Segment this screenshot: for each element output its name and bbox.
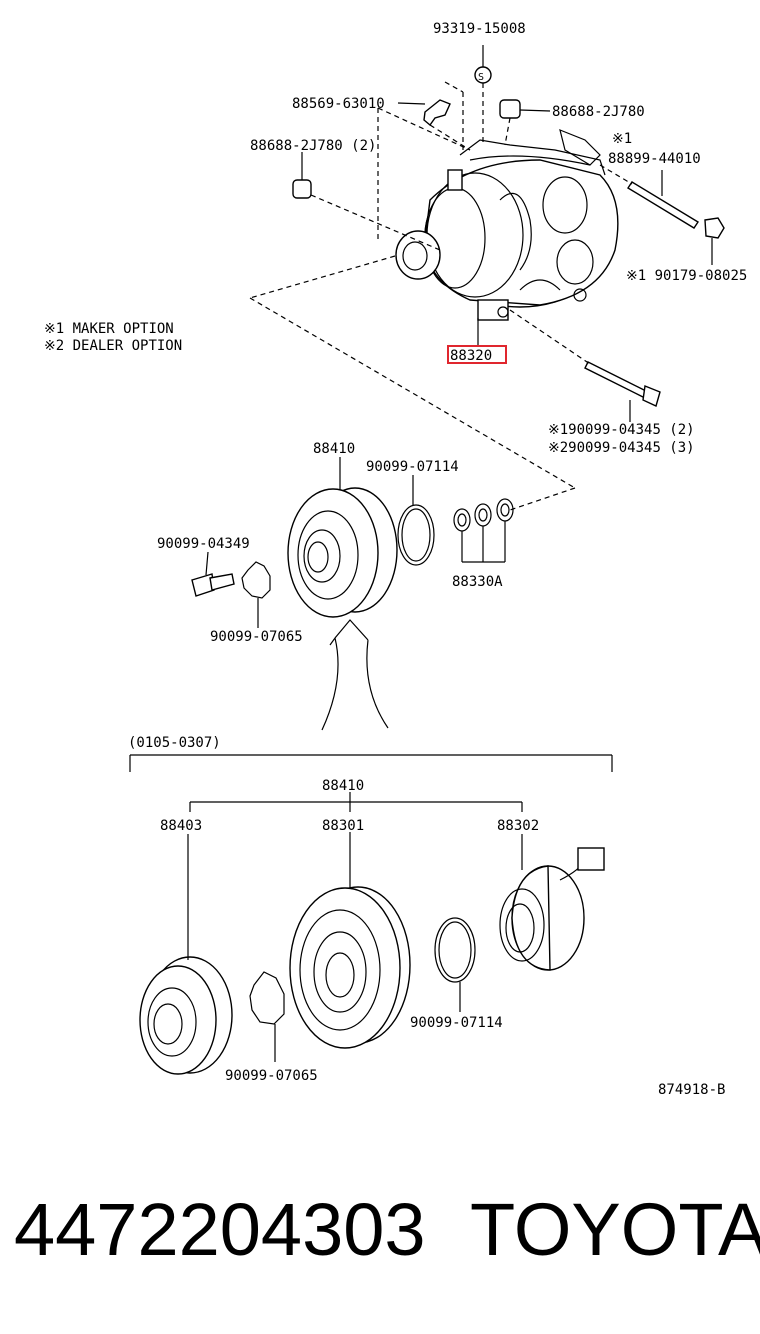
label-diagram-code: 874918-B bbox=[658, 1082, 725, 1098]
note-dealer-option: ※2 DEALER OPTION bbox=[44, 338, 182, 354]
label-90099-07065-top: 90099-07065 bbox=[210, 629, 303, 645]
label-90099-04349: 90099-04349 bbox=[157, 536, 250, 552]
label-88569-63010: 88569-63010 bbox=[292, 96, 385, 112]
footer-brand: TOYOTA bbox=[470, 1188, 760, 1271]
compressor-assembly bbox=[395, 129, 619, 321]
label-88403: 88403 bbox=[160, 818, 202, 834]
label-88302: 88302 bbox=[497, 818, 539, 834]
label-90099-07114-bottom: 90099-07114 bbox=[410, 1015, 503, 1031]
snap-ring-90099-07114-bottom bbox=[434, 917, 476, 1012]
shim-90099-07065-top bbox=[241, 561, 271, 628]
shim-90099-07065-bottom bbox=[249, 971, 285, 1062]
bolt-90099-04345 bbox=[509, 309, 661, 422]
label-90099-07065-bottom: 90099-07065 bbox=[225, 1068, 318, 1084]
label-90099-04345-dealer: ※290099-04345 (3) bbox=[548, 440, 695, 456]
field-coil-88302 bbox=[499, 834, 605, 971]
svg-text:S: S bbox=[478, 72, 484, 83]
label-88688-2j780-right: 88688-2J780 bbox=[552, 104, 645, 120]
label-88330a: 88330A bbox=[452, 574, 503, 590]
label-option-mark-1: ※1 bbox=[612, 131, 632, 147]
clutch-88410 bbox=[287, 457, 398, 618]
bracket-88569 bbox=[397, 81, 471, 151]
snap-ring-90099-07114-top bbox=[397, 475, 435, 566]
label-88899-44010: 88899-44010 bbox=[608, 151, 701, 167]
cap-88688-right bbox=[499, 99, 551, 146]
cap-88688-left bbox=[292, 152, 441, 251]
highlight-88320 bbox=[447, 345, 507, 364]
bolt-88899 bbox=[599, 164, 699, 229]
shims-88330a bbox=[453, 498, 514, 563]
label-88688-2j780-left: 88688-2J780 (2) bbox=[250, 138, 376, 154]
footer-part-number: 4472204303 bbox=[14, 1188, 426, 1271]
note-maker-option: ※1 MAKER OPTION bbox=[44, 321, 174, 337]
label-88410-bottom: 88410 bbox=[322, 778, 364, 794]
label-date-range: (0105-0307) bbox=[128, 735, 221, 751]
label-93319-15008: 93319-15008 bbox=[433, 21, 526, 37]
nut-90179 bbox=[704, 217, 725, 265]
pulley-88301 bbox=[289, 832, 411, 1049]
bolt-93319: S bbox=[474, 45, 492, 145]
label-88301: 88301 bbox=[322, 818, 364, 834]
bolt-90099-04349 bbox=[191, 551, 235, 597]
label-88320: 88320 bbox=[450, 348, 492, 364]
label-90179-08025: ※1 90179-08025 bbox=[626, 268, 747, 284]
hub-88403 bbox=[139, 834, 233, 1075]
label-88410-top: 88410 bbox=[313, 441, 355, 457]
label-90099-04345-maker: ※190099-04345 (2) bbox=[548, 422, 695, 438]
label-90099-07114-top: 90099-07114 bbox=[366, 459, 459, 475]
